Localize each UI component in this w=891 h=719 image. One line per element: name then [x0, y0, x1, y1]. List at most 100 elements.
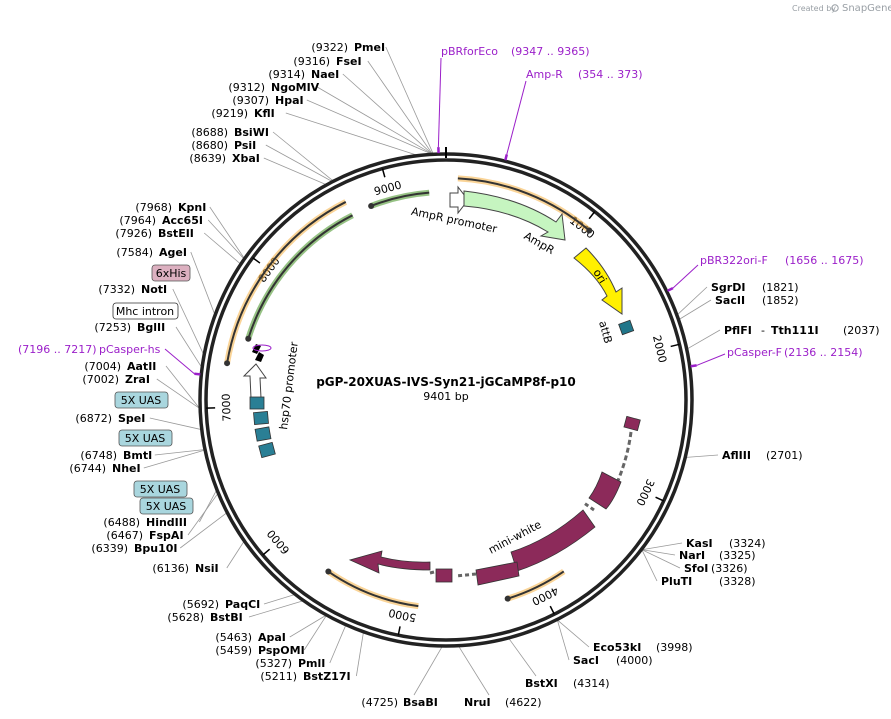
uas-box-4[interactable]: 5X UAS: [139, 497, 194, 515]
primer-pcasper-hs[interactable]: pCasper-hs(7196 .. 7217): [18, 343, 201, 376]
leader-ngomiv: [316, 86, 432, 154]
site-bsiwi[interactable]: (8688)BsiWI: [191, 126, 269, 139]
site-kfli[interactable]: (9219)KflI: [211, 107, 274, 120]
uas-box-2[interactable]: 5X UAS: [118, 429, 173, 447]
site-name: BstBI: [210, 611, 243, 624]
site-eco53ki[interactable]: Eco53kI(3998): [593, 641, 693, 654]
site-bsabi[interactable]: (4725) BsaBI: [361, 696, 437, 709]
site-nsii[interactable]: (6136)NsiI: [152, 562, 218, 575]
site-pluti[interactable]: PluTI(3328): [661, 575, 756, 588]
site-name: HindIII: [146, 516, 187, 529]
uas-box-4-rect: [139, 497, 194, 515]
site-sfoi[interactable]: SfoI(3326): [684, 562, 748, 575]
site-sacii[interactable]: SacII(1852): [715, 294, 799, 307]
tick-label: 7000: [220, 393, 234, 421]
tick-mark-8000: [252, 257, 261, 264]
site-hindiii[interactable]: (6488)HindIII: [103, 516, 187, 529]
site-sgrdi[interactable]: SgrDI(1821): [711, 281, 799, 294]
site-position: (3324): [729, 537, 766, 550]
site-aatii[interactable]: (7004)AatII: [84, 360, 156, 373]
site-psii[interactable]: (8680)PsiI: [191, 139, 256, 152]
site-bglii[interactable]: (7253)BglII: [94, 321, 165, 334]
site-fsei[interactable]: (9316)FseI: [293, 55, 361, 68]
site-acc65i[interactable]: (7964)Acc65I: [119, 214, 203, 227]
boxed-labels: 6xHis Mhc intron 5X UAS 5X UAS 5X UAS 5X…: [112, 264, 194, 515]
site-ngomiv[interactable]: (9312)NgoMIV: [228, 81, 319, 94]
primer-pbr322ori-f[interactable]: pBR322ori-F(1656 .. 1675): [666, 254, 864, 292]
green-arc-top-head-icon: [368, 202, 375, 209]
site-spei[interactable]: (6872)SpeI: [75, 412, 145, 425]
primer-leader: [164, 348, 195, 375]
site-paqci[interactable]: (5692)PaqCI: [182, 598, 260, 611]
site-naei[interactable]: (9314)NaeI: [268, 68, 339, 81]
primer-range: (9347 .. 9365): [511, 45, 590, 58]
uas-box-3[interactable]: 5X UAS: [133, 480, 188, 498]
site-xbai[interactable]: (8639)XbaI: [189, 152, 259, 165]
site-bsteii[interactable]: (7926)BstEII: [115, 227, 193, 240]
site-bpu10i[interactable]: (6339)Bpu10I: [91, 542, 177, 555]
site-position: (4725): [361, 696, 398, 709]
uas-box-3-rect: [133, 480, 188, 498]
primer-leader: [672, 264, 699, 289]
hsp70-region[interactable]: [242, 344, 276, 459]
site-pmei[interactable]: (9322)PmeI: [311, 41, 385, 54]
ampr-promoter-feature[interactable]: [449, 185, 469, 215]
site-position: (5459): [215, 644, 252, 657]
site-fspai[interactable]: (6467)FspAI: [106, 529, 183, 542]
leader-xbai: [263, 157, 326, 185]
site-position: (7002): [82, 373, 119, 386]
site-apai[interactable]: (5463)ApaI: [215, 631, 285, 644]
site-hpai[interactable]: (9307)HpaI: [232, 94, 303, 107]
primer-site-mark: [504, 154, 508, 161]
site-kasi[interactable]: KasI(3324): [686, 537, 766, 550]
site-afliii[interactable]: AflIII(2701): [722, 449, 803, 462]
site-name: BsaBI: [403, 696, 438, 709]
orange-arc-bottom-left[interactable]: [327, 570, 419, 608]
leader-bstbi: [248, 600, 303, 618]
ori-feature[interactable]: [573, 247, 623, 315]
site-pflfi[interactable]: PflFI - Tth111I(2037): [724, 324, 880, 337]
leader-fspai: [187, 493, 218, 536]
mini-white-feature[interactable]: [348, 415, 641, 586]
site-noti[interactable]: (7332)NotI: [98, 283, 167, 296]
primer-amp-r[interactable]: Amp-R(354 .. 373): [504, 68, 643, 161]
green-arc-left[interactable]: [247, 214, 353, 340]
his-tag-text: 6xHis: [156, 267, 187, 280]
site-saci[interactable]: SacI(4000): [573, 654, 653, 667]
ampr-feature[interactable]: [463, 190, 566, 241]
site-agei[interactable]: (7584)AgeI: [116, 246, 187, 259]
site-kpni[interactable]: (7968)KpnI: [135, 201, 206, 214]
primer-pbrforeco[interactable]: pBRforEco(9347 .. 9365): [437, 45, 590, 154]
site-bstxi[interactable]: (4314)BstXI: [525, 677, 610, 690]
site-pmli[interactable]: (5327)PmlI: [255, 657, 325, 670]
green-arc-left-head-icon: [245, 335, 252, 342]
site-pspomi[interactable]: (5459)PspOMI: [215, 644, 304, 657]
site-bmti[interactable]: (6748)BmtI: [80, 449, 152, 462]
uas-box-1[interactable]: 5X UAS: [114, 391, 169, 409]
site-nari[interactable]: NarI(3325): [679, 549, 756, 562]
his-tag-box[interactable]: 6xHis: [151, 264, 191, 282]
orange-arc-left[interactable]: [226, 201, 347, 364]
mini-white-exon-1: [623, 415, 641, 432]
mhc-intron-box[interactable]: Mhc intron: [112, 302, 179, 320]
leader-pspomi: [303, 615, 327, 651]
site-position: (1821): [762, 281, 799, 294]
orange-arc-top[interactable]: [457, 177, 590, 232]
leader-bstxi: [508, 638, 537, 677]
site-position: (9314): [268, 68, 305, 81]
attb-feature[interactable]: [618, 319, 635, 336]
site-nrui[interactable]: (4622)NruI: [464, 696, 542, 709]
site-position: (6748): [80, 449, 117, 462]
mini-white-exon-2: [588, 471, 622, 510]
site-zrai[interactable]: (7002)ZraI: [82, 373, 150, 386]
site-bstz17i[interactable]: (5211)BstZ17I: [260, 670, 350, 683]
leader-sgrdi: [677, 286, 708, 315]
primer-name: pCasper-hs: [99, 343, 161, 356]
site-nhei[interactable]: (6744)NheI: [69, 462, 140, 475]
plasmid-length: 9401 bp: [423, 390, 468, 403]
orange-arc-bottom-right[interactable]: [507, 570, 565, 600]
primer-pcasper-f[interactable]: pCasper-F(2136 .. 2154): [690, 346, 863, 368]
mini-white-exon-3: [510, 509, 596, 572]
site-bstbi[interactable]: (5628)BstBI: [167, 611, 242, 624]
tick-mark-1000: [588, 211, 596, 220]
